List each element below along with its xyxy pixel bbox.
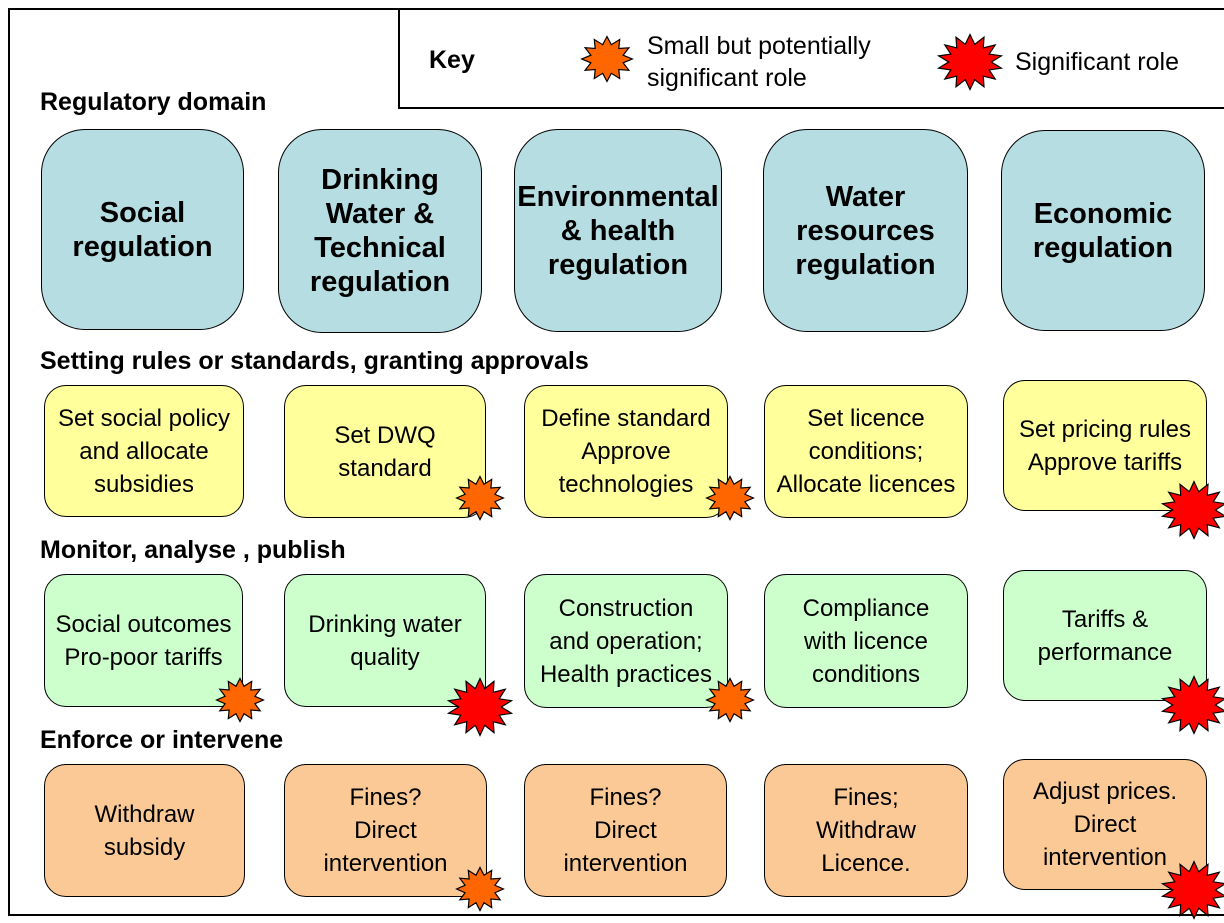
key-title: Key xyxy=(429,46,475,74)
heading-regulatory-domain: Regulatory domain xyxy=(40,88,267,116)
rules-environmental: Define standard Approve technologies xyxy=(524,385,728,518)
rules-social: Set social policy and allocate subsidies xyxy=(44,385,244,517)
enforce-economic: Adjust prices. Direct intervention xyxy=(1003,759,1207,890)
small-role-star-icon xyxy=(455,866,505,912)
domain-social: Social regulation xyxy=(41,129,244,330)
small-role-star-icon xyxy=(215,677,265,723)
enforce-social: Withdraw subsidy xyxy=(44,764,245,897)
small-role-star-icon xyxy=(705,475,755,521)
key-significant-label: Significant role xyxy=(1015,48,1179,76)
domain-economic: Economic regulation xyxy=(1001,130,1205,331)
heading-enforce: Enforce or intervene xyxy=(40,726,284,754)
significant-role-star-icon xyxy=(1160,480,1224,540)
domain-environmental: Environmental & health regulation xyxy=(514,129,722,332)
key-small-label: Small but potentially significant role xyxy=(647,32,871,92)
monitor-drinking-water: Drinking water quality xyxy=(284,574,486,707)
heading-setting-rules: Setting rules or standards, granting app… xyxy=(40,347,589,375)
heading-monitor: Monitor, analyse , publish xyxy=(40,536,346,564)
significant-role-star-icon xyxy=(446,677,514,737)
enforce-drinking-water: Fines? Direct intervention xyxy=(284,764,487,897)
rules-economic: Set pricing rules Approve tariffs xyxy=(1003,380,1207,511)
domain-water-resources: Water resources regulation xyxy=(763,129,968,332)
monitor-environmental: Construction and operation; Health pract… xyxy=(524,574,728,708)
monitor-economic: Tariffs & performance xyxy=(1003,570,1207,701)
significant-role-star-icon xyxy=(1160,860,1224,920)
monitor-water-resources: Compliance with licence conditions xyxy=(764,574,968,708)
key-small-star-icon xyxy=(580,35,634,83)
monitor-social: Social outcomes Pro-poor tariffs xyxy=(44,574,243,707)
rules-water-resources: Set licence conditions; Allocate licence… xyxy=(764,385,968,518)
key-box xyxy=(398,8,1224,109)
enforce-water-resources: Fines; Withdraw Licence. xyxy=(764,764,968,897)
significant-role-star-icon xyxy=(1160,675,1224,735)
enforce-environmental: Fines? Direct intervention xyxy=(524,764,727,897)
domain-drinking-water: Drinking Water & Technical regulation xyxy=(278,129,482,333)
small-role-star-icon xyxy=(455,475,505,521)
rules-drinking-water: Set DWQ standard xyxy=(284,385,486,518)
key-significant-star-icon xyxy=(936,33,1004,91)
small-role-star-icon xyxy=(705,677,755,723)
